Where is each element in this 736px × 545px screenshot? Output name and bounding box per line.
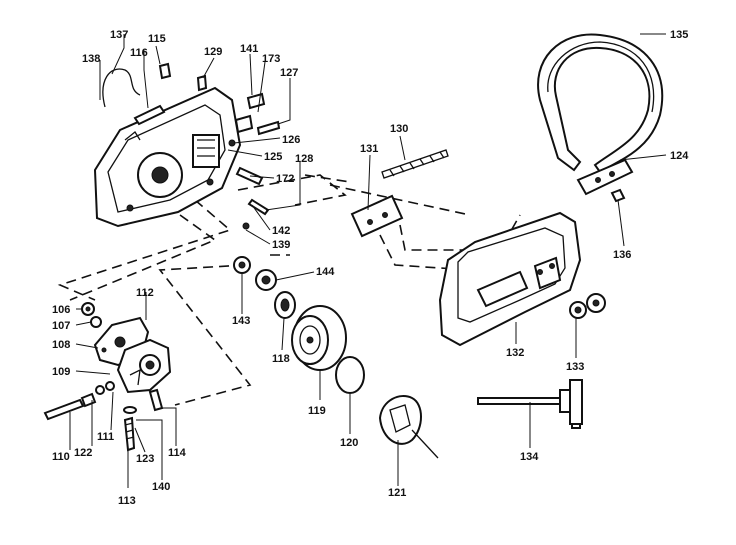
leader-lines [69, 33, 667, 488]
label-143: 143 [232, 315, 250, 327]
label-116: 116 [130, 47, 148, 59]
bar-nuts [569, 293, 606, 319]
label-141: 141 [240, 43, 258, 55]
front-handle [537, 33, 664, 203]
label-115: 115 [148, 33, 166, 45]
label-137: 137 [110, 29, 128, 41]
label-134: 134 [520, 451, 539, 463]
clutch-121 [378, 395, 439, 459]
label-135: 135 [670, 29, 688, 41]
label-107: 107 [52, 320, 70, 332]
label-140: 140 [152, 481, 170, 493]
label-118: 118 [272, 353, 290, 365]
label-172: 172 [276, 173, 294, 185]
label-125: 125 [264, 151, 282, 163]
label-132: 132 [506, 347, 524, 359]
clutch-drum-119 [291, 305, 347, 371]
label-119: 119 [308, 405, 326, 417]
label-126: 126 [282, 134, 300, 146]
label-113: 113 [118, 495, 136, 507]
label-131: 131 [360, 143, 378, 155]
label-110: 110 [52, 451, 70, 463]
label-136: 136 [613, 249, 631, 261]
washer-143 [233, 256, 251, 274]
engine-housing [93, 86, 242, 228]
label-144: 144 [316, 266, 335, 278]
label-121: 121 [388, 487, 406, 499]
label-124: 124 [670, 150, 689, 162]
label-173: 173 [262, 53, 280, 65]
screw-114 [148, 388, 164, 412]
label-133: 133 [566, 361, 584, 373]
label-120: 120 [340, 437, 358, 449]
bearing-144 [255, 269, 277, 291]
bar-plate-131 [350, 194, 404, 238]
label-112: 112 [136, 287, 154, 299]
label-108: 108 [52, 339, 70, 351]
label-128: 128 [295, 153, 313, 165]
adjust-screw-110 [43, 381, 115, 421]
clutch-plate-120 [335, 356, 365, 394]
chain-section-130 [381, 149, 449, 179]
label-127: 127 [280, 67, 298, 79]
label-130: 130 [390, 123, 408, 135]
label-138: 138 [82, 53, 100, 65]
spring-pin-113 [123, 406, 137, 452]
housing-small-parts [102, 62, 281, 230]
oil-pump-body-112 [116, 338, 172, 394]
label-122: 122 [74, 447, 92, 459]
sprocket-cover [438, 211, 582, 347]
label-106: 106 [52, 304, 70, 316]
needle-bearing-118 [274, 291, 296, 319]
part-labels: 137 115 116 138 129 141 173 127 126 125 … [52, 29, 689, 507]
label-114: 114 [168, 447, 187, 459]
label-139: 139 [272, 239, 290, 251]
label-123: 123 [136, 453, 154, 465]
label-111: 111 [97, 431, 114, 443]
label-142: 142 [272, 225, 290, 237]
label-109: 109 [52, 366, 70, 378]
assembly-guide-lines [57, 174, 521, 406]
label-129: 129 [204, 46, 222, 58]
scrench-tool-134 [477, 379, 583, 429]
